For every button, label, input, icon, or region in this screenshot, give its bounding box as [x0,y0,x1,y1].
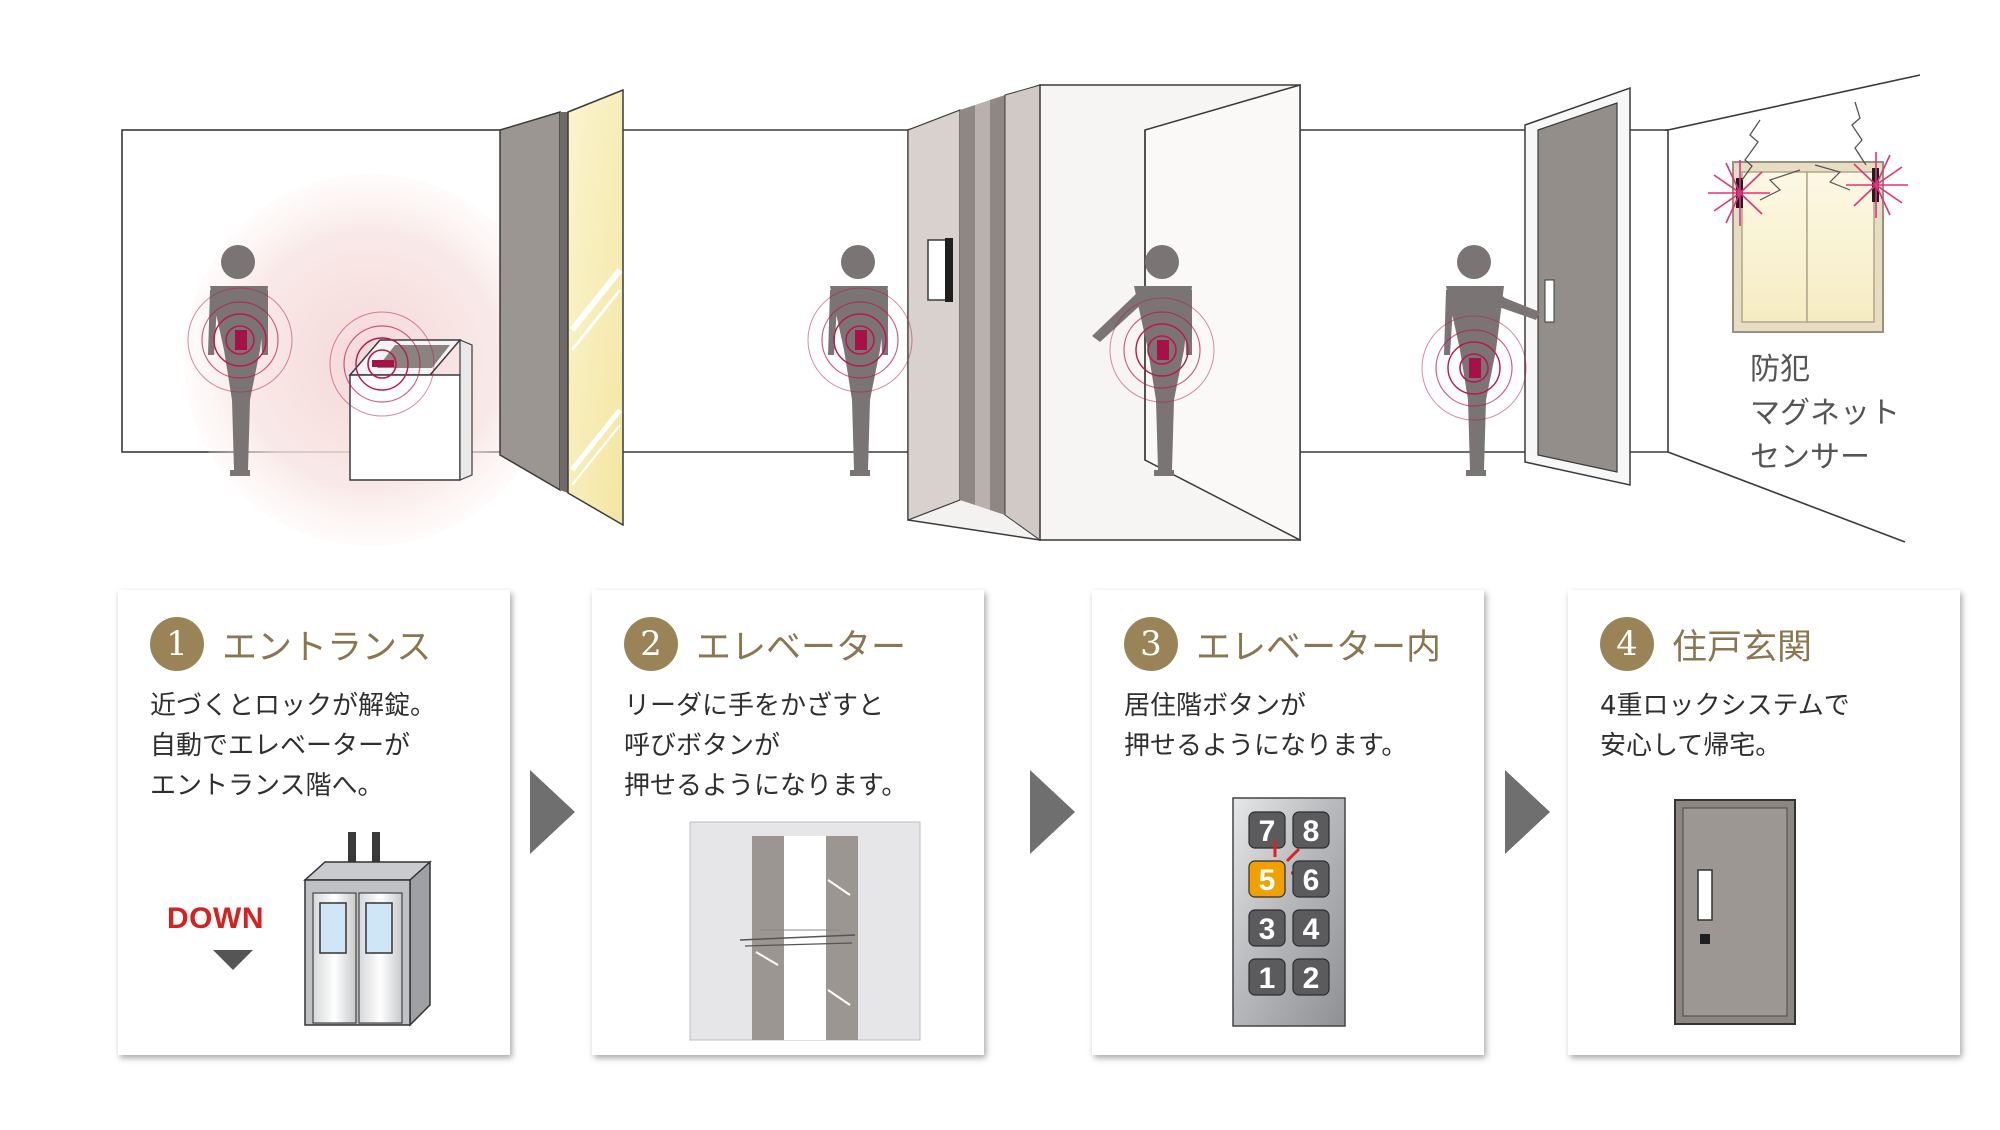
sensor-label-line: 防犯 [1750,352,1810,387]
step-description: リーダに手をかざすと 呼びボタンが 押せるようになります。 [624,686,964,806]
step-title: エレベーター内 [1196,627,1442,668]
entrance-glass-door [499,88,624,527]
sensor-burst-left [1708,160,1770,226]
flow-arrow-2 [1030,770,1075,854]
flow-arrow-1 [530,770,575,854]
elevator-hall [907,83,1301,542]
step-number-badge: 2 [624,617,678,671]
step-title: 住戸玄関 [1672,627,1813,668]
step-header: 4 住戸玄関 [1600,616,1812,672]
step-header: 3 エレベーター内 [1124,616,1441,672]
magnet-sensor-label: 防犯 マグネット センサー [1750,348,1900,480]
step-header: 1 エントランス [150,616,431,672]
description-line: 安心して帰宅。 [1600,731,1782,761]
down-label: DOWN [167,902,264,935]
sensor-burst-right [1846,152,1908,218]
step-number-badge: 3 [1124,617,1178,671]
step-description: 居住階ボタンが 押せるようになります。 [1124,686,1464,766]
description-line: リーダに手をかざすと [624,691,885,721]
home-front-door [1524,86,1631,486]
description-line: エントランス階へ。 [150,771,384,801]
person-elevator-hall [828,245,888,476]
step-number-badge: 4 [1600,617,1654,671]
sensor-label-line: センサー [1750,440,1870,475]
step-description: 4重ロックシステムで 安心して帰宅。 [1600,686,1940,766]
description-line: 押せるようになります。 [1124,731,1408,761]
step-header: 2 エレベーター [624,616,906,672]
description-line: 4重ロックシステムで [1600,691,1850,721]
step-title: エントランス [222,627,432,668]
step-number-badge: 1 [150,617,204,671]
step-title: エレベーター [696,627,907,668]
description-line: 押せるようになります。 [624,771,908,801]
step-card-entrance: 1 エントランス 近づくとロックが解錠。 自動でエレベーターが エントランス階へ… [118,590,510,1055]
description-line: 呼びボタンが [624,731,781,761]
step-card-inside-elevator: 3 エレベーター内 居住階ボタンが 押せるようになります。 [1092,590,1484,1055]
sensor-label-line: マグネット [1750,396,1900,431]
step-card-elevator: 2 エレベーター リーダに手をかざすと 呼びボタンが 押せるようになります。 [592,590,984,1055]
description-line: 居住階ボタンが [1124,691,1307,721]
step-description: 近づくとロックが解錠。 自動でエレベーターが エントランス階へ。 [150,686,490,806]
description-line: 近づくとロックが解錠。 [150,691,437,721]
window-magnet-sensor [1732,101,1884,333]
step-card-front-door: 4 住戸玄関 4重ロックシステムで 安心して帰宅。 [1568,590,1960,1055]
flow-arrow-3 [1505,770,1550,854]
detection-rings [187,287,1527,421]
entrance-reader-kiosk [348,339,473,481]
description-line: 自動でエレベーターが [150,731,411,761]
